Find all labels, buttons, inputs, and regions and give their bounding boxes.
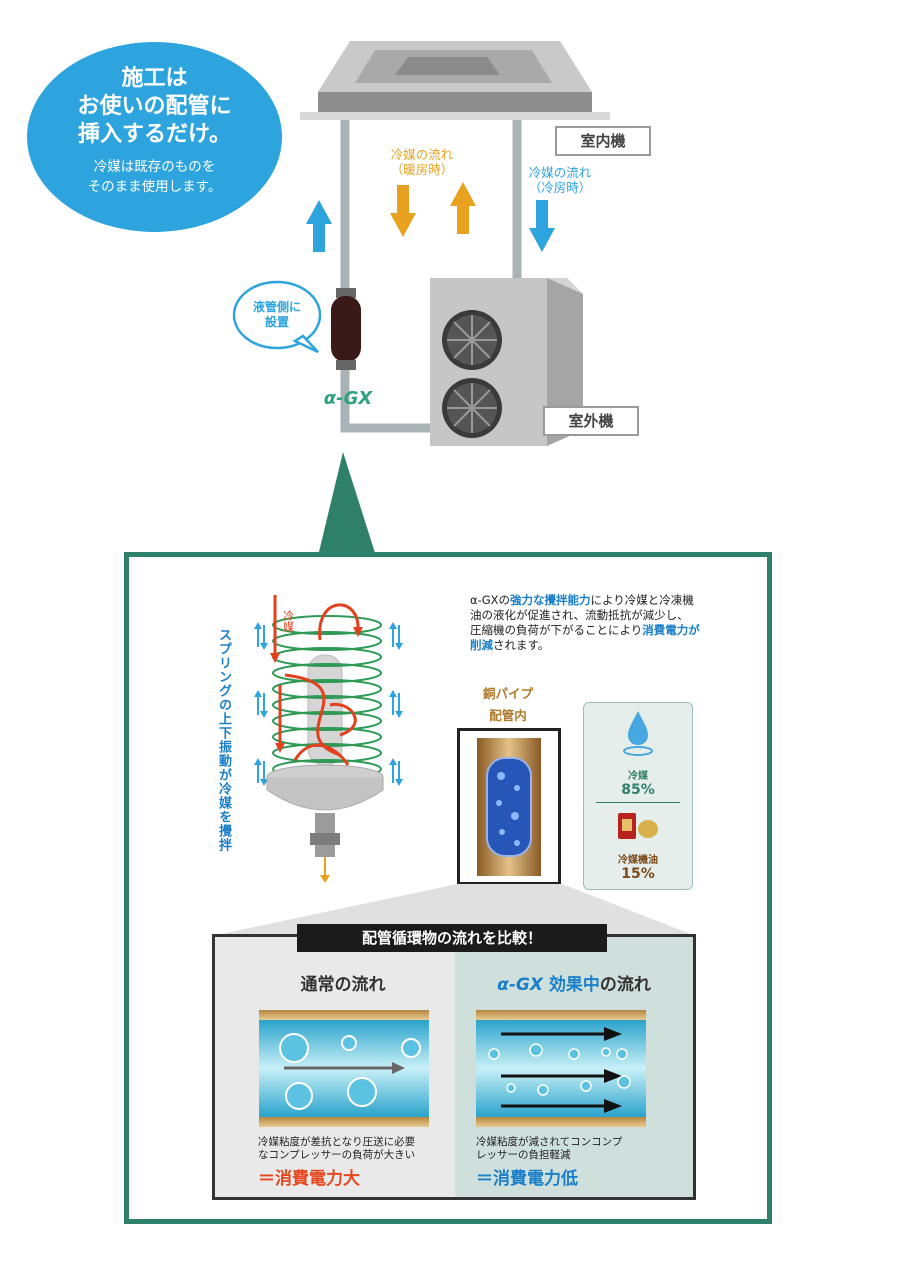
desc-part-1: α-GXの [470, 593, 511, 607]
spring-refrigerant-label: 冷媒 [282, 610, 295, 633]
comparison-title: 配管循環物の流れを比較！ [297, 924, 607, 952]
gx-desc-line-2: レッサーの負担軽減 [476, 1149, 571, 1161]
install-message-bubble: 施工は お使いの配管に 挿入するだけ。 冷媒は既存のものを そのまま使用します。 [27, 42, 282, 232]
effect-description: α-GXの強力な攪拌能力により冷媒と冷凍機油の液化が促進され、流動抵抗が減少し、… [470, 593, 700, 653]
desc-emphasis-2: 消費電力が削減 [470, 623, 700, 652]
flow-arrow-blue-down [529, 200, 555, 252]
flow-arrow-blue-up [306, 200, 332, 252]
copper-pipe-illustration [457, 728, 561, 885]
install-bubble-text: 液管側に 設置 [240, 300, 314, 330]
gx-flow-pipe [476, 1010, 646, 1127]
pipe-label-line-1: 銅パイプ [482, 686, 533, 701]
indoor-unit-label: 室内機 [555, 126, 651, 156]
normal-flow-pipe [259, 1010, 429, 1127]
spring-vertical-caption: スプリングの上下振動が冷媒を攪拌 [216, 628, 231, 852]
flow-heating-line-1: 冷媒の流れ [390, 147, 454, 162]
callout-pointer [318, 452, 376, 556]
flow-cooling-label: 冷媒の流れ （冷房時） [520, 165, 600, 195]
normal-flow-title: 通常の流れ [300, 975, 386, 995]
desc-part-2: により冷媒と冷凍機油の液化が促進され、流動抵抗が減少し、圧縮機の負荷が下がること… [470, 593, 694, 637]
gx-desc-line-1: 冷媒粘度が減されてコンコンプ [476, 1136, 623, 1148]
gx-title-mid: 効果中 [542, 975, 600, 995]
sub-line-1: 冷媒は既存のものを [93, 159, 216, 175]
flow-cooling-line-1: 冷媒の流れ [528, 165, 592, 180]
flow-arrow-orange-up [450, 182, 476, 234]
outdoor-unit-label: 室外機 [543, 406, 639, 436]
refrigerant-pipes [340, 100, 522, 433]
droplet-icon [623, 711, 653, 756]
detail-callout-frame [124, 552, 772, 1224]
gx-flow-description: 冷媒粘度が減されてコンコンプ レッサーの負担軽減 [476, 1136, 676, 1162]
flow-cooling-line-2: （冷房時） [528, 180, 592, 195]
oil-can-icon [618, 813, 658, 839]
ratio-divider [596, 802, 680, 803]
gx-title-brand: α-GX [497, 975, 543, 995]
normal-flow-result: ＝消費電力大 [258, 1169, 360, 1189]
vibration-arrows [254, 622, 403, 786]
oil-name: 冷媒機油 [618, 855, 658, 866]
install-line-1: 液管側に [252, 300, 301, 314]
ratio-panel: 冷媒 85% 冷媒機油 15% [583, 702, 693, 890]
alpha-gx-device [331, 288, 361, 370]
headline-line-3: 挿入するだけ。 [78, 122, 231, 147]
gx-flow-result: ＝消費電力低 [476, 1169, 578, 1189]
normal-desc-line-1: 冷媒粘度が差抗となり圧送に必要 [258, 1136, 416, 1148]
refrigerant-percent: 85% [621, 782, 655, 798]
system-diagram [232, 41, 610, 556]
flow-heating-line-2: （暖房時） [390, 162, 454, 177]
refrigerant-name: 冷媒 [628, 771, 648, 782]
oil-percent: 15% [621, 866, 655, 882]
projection-shade [212, 884, 696, 936]
copper-pipe-label: 銅パイプ 配管内 [463, 683, 553, 727]
normal-flow-description: 冷媒粘度が差抗となり圧送に必要 なコンプレッサーの負荷が大きい [258, 1136, 448, 1162]
outdoor-unit [430, 278, 583, 446]
headline-line-1: 施工は [121, 66, 188, 91]
spring-illustration: 冷媒 [254, 595, 403, 883]
gx-title-tail: の流れ [599, 975, 651, 995]
pipe-label-line-2: 配管内 [489, 708, 527, 723]
device-logo: α-GX [323, 388, 373, 409]
swirl-arrows [273, 595, 360, 766]
normal-desc-line-2: なコンプレッサーの負荷が大きい [258, 1149, 416, 1161]
gx-flow-title: α-GX 効果中の流れ [463, 970, 685, 995]
install-line-2: 設置 [264, 315, 289, 329]
indoor-unit [300, 41, 610, 120]
flow-heating-label: 冷媒の流れ （暖房時） [382, 147, 462, 177]
sub-line-2: そのまま使用します。 [87, 179, 222, 195]
desc-part-3: されます。 [493, 638, 550, 652]
desc-emphasis-1: 強力な攪拌能力 [510, 593, 591, 607]
flow-arrow-orange-down [390, 185, 416, 237]
headline-line-2: お使いの配管に [77, 94, 232, 119]
install-speech-bubble [232, 280, 322, 354]
